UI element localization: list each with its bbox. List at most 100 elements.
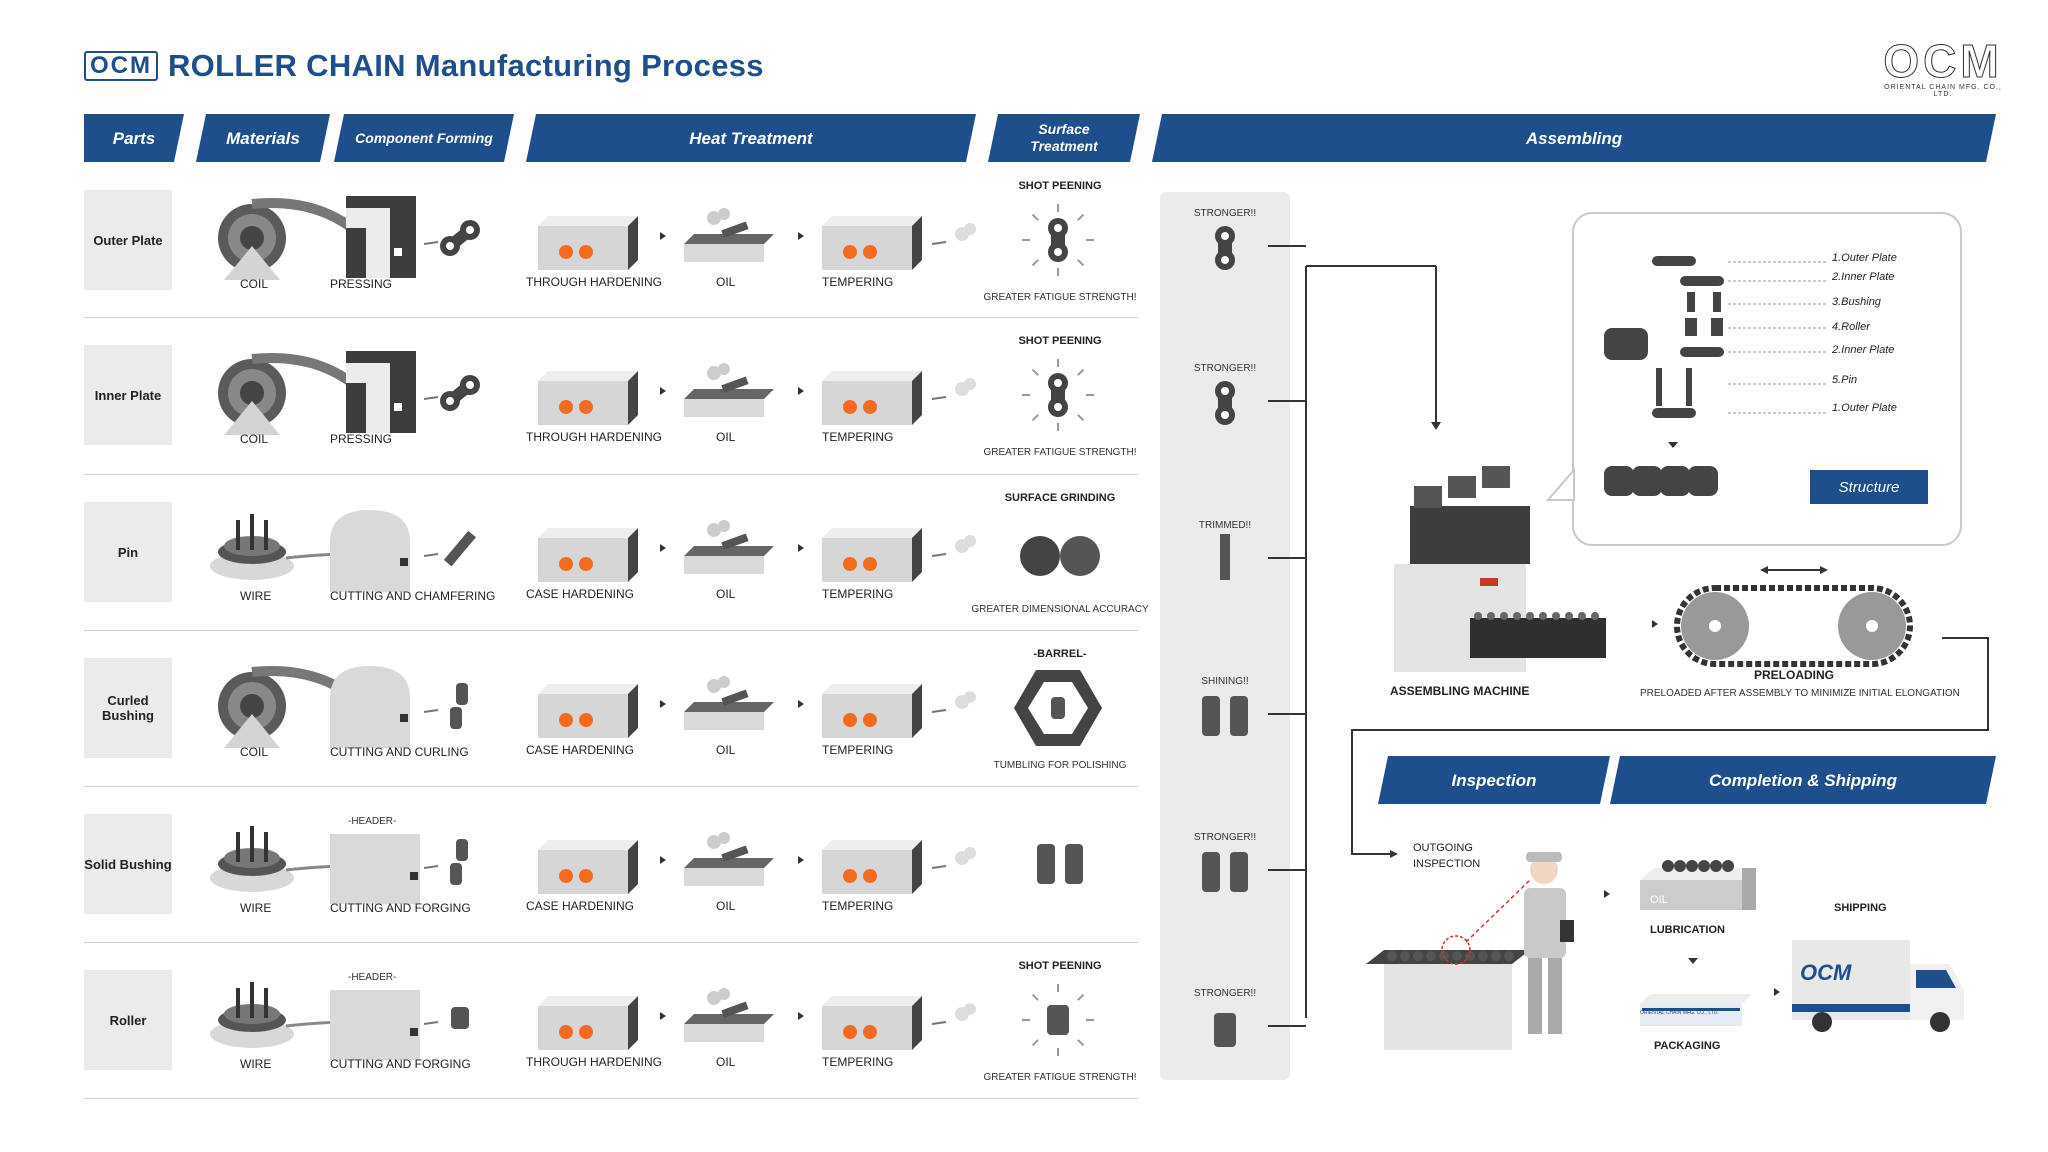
plate-body — [1051, 228, 1065, 252]
spark-icon — [1031, 414, 1039, 422]
truck-wheel — [1930, 1012, 1950, 1032]
part-dipping — [721, 689, 749, 706]
plate-hole — [446, 242, 454, 250]
spark-icon — [1077, 1039, 1085, 1047]
steam-icon — [707, 211, 721, 225]
row-divider — [84, 942, 1138, 943]
spark-icon — [1077, 993, 1085, 1001]
flame-icon — [863, 869, 877, 883]
flame-icon — [559, 557, 573, 571]
pin-icon — [1656, 368, 1662, 406]
inspector-head — [1530, 856, 1558, 884]
spark-icon — [1031, 993, 1039, 1001]
title-text: ROLLER CHAIN Manufacturing Process — [168, 48, 764, 83]
header-inspection: Inspection — [1378, 756, 1610, 804]
arrow-icon — [1652, 620, 1658, 628]
plate-body — [1218, 391, 1232, 415]
press-face — [346, 208, 390, 228]
material-label: COIL — [240, 432, 269, 446]
surface-title: SHOT PEENING — [1018, 960, 1102, 972]
cylinder-icon — [1214, 1013, 1236, 1047]
chain-roller — [1500, 612, 1508, 620]
arrow-icon — [1431, 422, 1441, 430]
callout-pointer — [1545, 467, 1575, 501]
pin-icon — [1220, 534, 1230, 580]
puff-icon — [964, 1003, 976, 1015]
clipboard-icon — [1560, 920, 1574, 942]
part-dipping — [721, 533, 749, 550]
inspection-table-icon — [1384, 964, 1512, 1050]
coil-core — [240, 226, 264, 250]
motion-line — [423, 396, 439, 400]
header-slot — [410, 872, 418, 880]
inner-plate-icon — [1680, 347, 1724, 357]
grinding-wheel-icon — [1060, 536, 1100, 576]
steam-icon — [707, 366, 721, 380]
forming-label: PRESSING — [330, 432, 393, 446]
furnace-side — [628, 684, 638, 738]
part-label: Outer Plate — [84, 190, 172, 290]
puff-icon — [964, 691, 976, 703]
cylinder-icon — [450, 707, 462, 729]
chain-roller — [1710, 860, 1722, 872]
chain-roller — [1674, 860, 1686, 872]
inspection-label-2: INSPECTION — [1413, 858, 1481, 870]
arrow-icon — [660, 387, 666, 395]
oil-tank-icon — [684, 712, 764, 730]
plate-hole — [1054, 403, 1062, 411]
chain-roller — [1722, 860, 1734, 872]
quench-label: OIL — [716, 587, 736, 601]
preloading-note: PRELOADED AFTER ASSEMBLY TO MINIMIZE INI… — [1640, 688, 1960, 699]
flame-icon — [863, 1025, 877, 1039]
material-label: WIRE — [240, 589, 272, 603]
flame-icon — [863, 713, 877, 727]
motion-line — [423, 709, 439, 713]
logo-subtitle: ORIENTAL CHAIN MFG. CO., LTD. — [1884, 84, 2002, 98]
flame-icon — [579, 713, 593, 727]
oil-surface — [684, 858, 774, 868]
cylinder-icon — [1202, 852, 1220, 892]
furnace-top — [538, 216, 638, 226]
hopper-icon — [1448, 476, 1476, 498]
surface-note: GREATER FATIGUE STRENGTH! — [983, 1072, 1137, 1083]
steam-icon — [707, 991, 721, 1005]
chain-roller — [1452, 951, 1462, 961]
spark-icon — [1031, 259, 1039, 267]
inspector-icon — [1524, 888, 1566, 958]
chain-roller — [1578, 612, 1586, 620]
lubrication-label: LUBRICATION — [1650, 924, 1725, 936]
steam-icon — [707, 523, 721, 537]
quench-label: OIL — [716, 743, 736, 757]
furnace-side — [628, 216, 638, 270]
outer-plate-icon — [1652, 256, 1696, 266]
plate-hole — [1221, 411, 1229, 419]
furnace-top — [822, 528, 922, 538]
pin-icon — [443, 530, 476, 567]
flame-icon — [559, 1025, 573, 1039]
furnace-side — [912, 528, 922, 582]
furnace-top — [822, 684, 922, 694]
row-divider — [84, 786, 1138, 787]
header-machine-icon — [330, 834, 420, 904]
cutting-slot — [400, 714, 408, 722]
chain-roller — [1526, 612, 1534, 620]
company-logo: OCM ORIENTAL CHAIN MFG. CO., LTD. — [1878, 38, 2008, 99]
inspection-focus — [1441, 935, 1471, 965]
oil-box-top — [1640, 868, 1756, 880]
machine-head — [1410, 506, 1530, 564]
arrow-icon — [660, 1012, 666, 1020]
header-assembling: Assembling — [1152, 114, 1996, 162]
chain-roller — [1474, 612, 1482, 620]
assembled-chain-icon — [1688, 466, 1718, 496]
chain-roller — [1491, 951, 1501, 961]
material-label: WIRE — [240, 901, 272, 915]
inner-plate-icon — [1680, 276, 1724, 286]
heat-treatment-label: CASE HARDENING — [526, 587, 635, 601]
furnace-top — [538, 996, 638, 1006]
press-face — [346, 363, 390, 383]
press-body — [366, 383, 390, 433]
furnace-side — [912, 996, 922, 1050]
plate-hole — [466, 226, 474, 234]
arrow-icon — [798, 387, 804, 395]
flame-icon — [863, 557, 877, 571]
